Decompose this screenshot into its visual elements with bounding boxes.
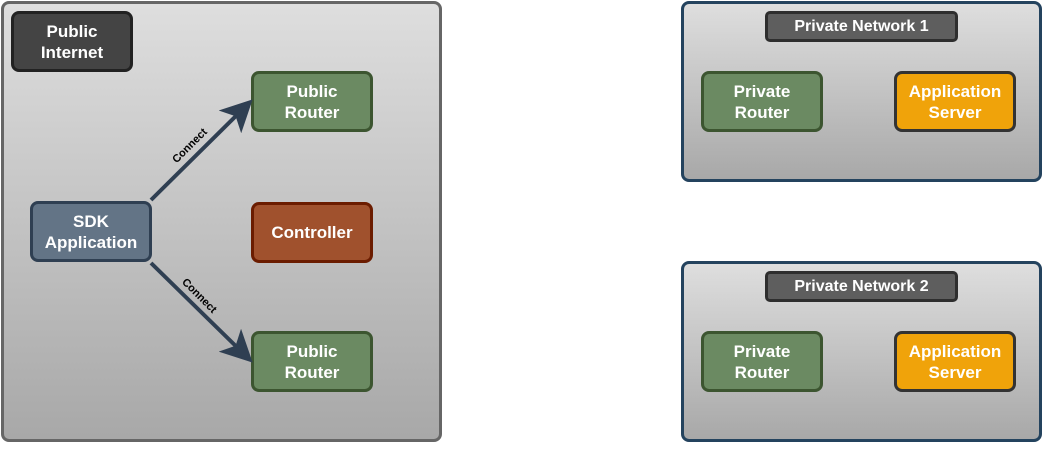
connect-arrow-top — [149, 99, 253, 202]
private-network-1-label: Private Network 1 — [765, 11, 958, 42]
application-server-2[interactable]: Application Server — [894, 331, 1016, 392]
private-router-1[interactable]: Private Router — [701, 71, 823, 132]
private-router-2[interactable]: Private Router — [701, 331, 823, 392]
controller[interactable]: Controller — [251, 202, 373, 263]
private-network-2-label: Private Network 2 — [765, 271, 958, 302]
sdk-application[interactable]: SDK Application — [30, 201, 152, 262]
application-server-1[interactable]: Application Server — [894, 71, 1016, 132]
public-internet-label: Public Internet — [11, 11, 133, 72]
public-router-top[interactable]: Public Router — [251, 71, 373, 132]
public-router-bottom[interactable]: Public Router — [251, 331, 373, 392]
connect-arrow-bottom — [149, 261, 253, 363]
